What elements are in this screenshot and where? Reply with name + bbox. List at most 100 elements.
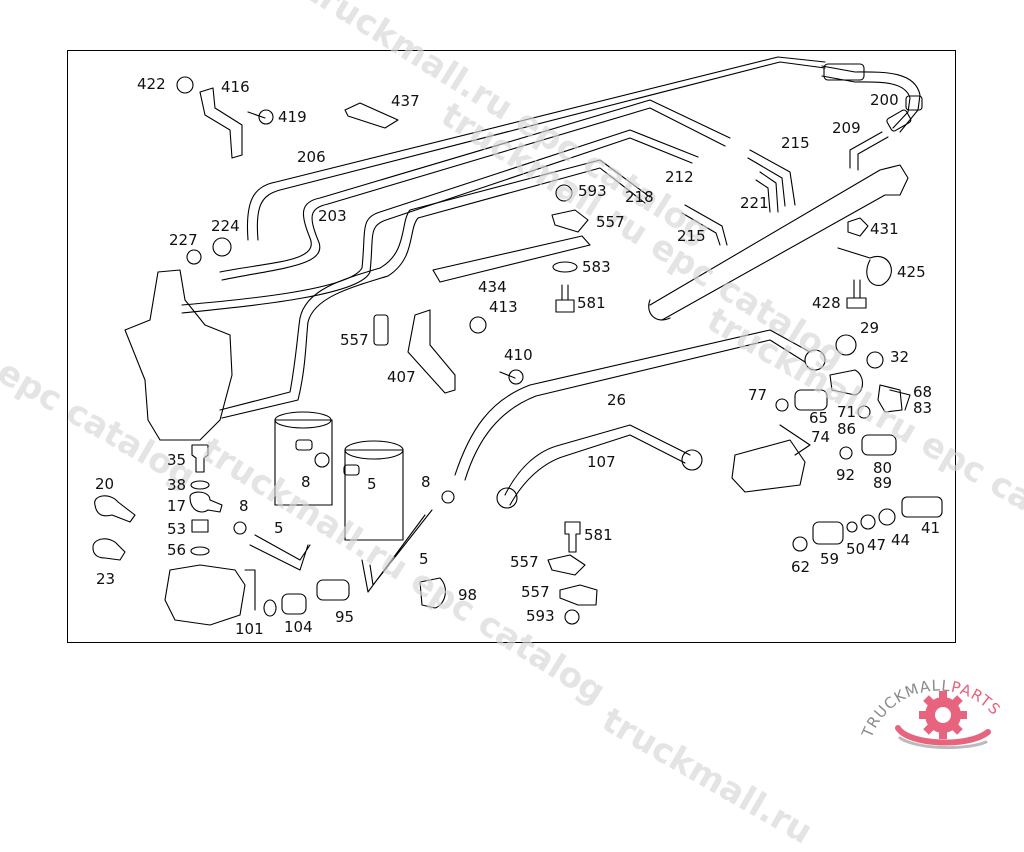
callout-74[interactable]: 74 bbox=[811, 428, 831, 446]
callout-215[interactable]: 215 bbox=[677, 227, 706, 245]
callout-98[interactable]: 98 bbox=[458, 586, 478, 604]
callout-212[interactable]: 212 bbox=[665, 168, 694, 186]
washer-47[interactable] bbox=[860, 514, 876, 530]
banjo-71[interactable] bbox=[829, 369, 864, 396]
washer-86[interactable] bbox=[857, 405, 871, 419]
nut-29[interactable] bbox=[835, 334, 857, 356]
callout-224[interactable]: 224 bbox=[211, 217, 240, 235]
nut-413[interactable] bbox=[469, 316, 487, 334]
callout-26[interactable]: 26 bbox=[607, 391, 627, 409]
callout-557[interactable]: 557 bbox=[510, 553, 539, 571]
plate-434[interactable] bbox=[432, 235, 591, 283]
callout-107[interactable]: 107 bbox=[587, 453, 616, 471]
callout-5[interactable]: 5 bbox=[367, 475, 377, 493]
washer-56[interactable] bbox=[190, 546, 210, 556]
valve-74[interactable] bbox=[731, 439, 806, 493]
hose-221[interactable] bbox=[755, 171, 779, 213]
plug-53[interactable] bbox=[191, 519, 209, 533]
pump-housing[interactable] bbox=[124, 269, 233, 441]
callout-5[interactable]: 5 bbox=[419, 550, 429, 568]
clamp-8-b[interactable] bbox=[441, 490, 455, 504]
bolt-581-lower[interactable] bbox=[564, 521, 581, 553]
callout-434[interactable]: 434 bbox=[478, 278, 507, 296]
hose-200[interactable] bbox=[821, 63, 923, 133]
pipe-26[interactable] bbox=[454, 329, 826, 481]
hose-215-lower[interactable] bbox=[681, 204, 728, 246]
callout-428[interactable]: 428 bbox=[812, 294, 841, 312]
callout-206[interactable]: 206 bbox=[297, 148, 326, 166]
clamp-8-a[interactable] bbox=[233, 521, 247, 535]
nut-44[interactable] bbox=[878, 508, 896, 526]
callout-557[interactable]: 557 bbox=[596, 213, 625, 231]
callout-89[interactable]: 89 bbox=[873, 474, 893, 492]
nut-593-upper[interactable] bbox=[555, 184, 573, 202]
cap-227[interactable] bbox=[186, 249, 202, 265]
callout-104[interactable]: 104 bbox=[284, 618, 313, 636]
callout-41[interactable]: 41 bbox=[921, 519, 941, 537]
callout-557[interactable]: 557 bbox=[340, 331, 369, 349]
callout-437[interactable]: 437 bbox=[391, 92, 420, 110]
callout-86[interactable]: 86 bbox=[837, 420, 857, 438]
callout-221[interactable]: 221 bbox=[740, 194, 769, 212]
pipe-203[interactable] bbox=[219, 99, 731, 281]
fitting-104[interactable] bbox=[281, 593, 307, 615]
callout-416[interactable]: 416 bbox=[221, 78, 250, 96]
callout-8[interactable]: 8 bbox=[301, 473, 311, 491]
elbow-68[interactable] bbox=[877, 384, 903, 413]
nut-593-lower[interactable] bbox=[564, 609, 580, 625]
bracket-437[interactable] bbox=[344, 102, 399, 129]
clip-557-lower-b[interactable] bbox=[559, 584, 598, 606]
distribution-rail[interactable] bbox=[648, 164, 909, 321]
callout-95[interactable]: 95 bbox=[335, 608, 355, 626]
callout-44[interactable]: 44 bbox=[891, 531, 911, 549]
callout-92[interactable]: 92 bbox=[836, 466, 856, 484]
clamp-425[interactable] bbox=[837, 247, 892, 286]
callout-203[interactable]: 203 bbox=[318, 207, 347, 225]
callout-23[interactable]: 23 bbox=[96, 570, 116, 588]
callout-215[interactable]: 215 bbox=[781, 134, 810, 152]
callout-413[interactable]: 413 bbox=[489, 298, 518, 316]
callout-68[interactable]: 68 bbox=[913, 383, 933, 401]
pump-lower[interactable] bbox=[164, 564, 246, 626]
callout-47[interactable]: 47 bbox=[867, 536, 887, 554]
bracket-407[interactable] bbox=[407, 309, 456, 394]
pipe-206[interactable] bbox=[246, 56, 826, 241]
callout-583[interactable]: 583 bbox=[582, 258, 611, 276]
bolt-581-upper[interactable] bbox=[555, 284, 575, 313]
callout-425[interactable]: 425 bbox=[897, 263, 926, 281]
bolt-419[interactable] bbox=[247, 109, 274, 125]
filter-5[interactable] bbox=[343, 440, 404, 541]
fitting-65[interactable] bbox=[794, 389, 828, 411]
callout-80[interactable]: 80 bbox=[873, 459, 893, 477]
callout-407[interactable]: 407 bbox=[387, 368, 416, 386]
callout-71[interactable]: 71 bbox=[837, 403, 857, 421]
callout-38[interactable]: 38 bbox=[167, 476, 187, 494]
fitting-41[interactable] bbox=[901, 496, 943, 518]
callout-593[interactable]: 593 bbox=[578, 182, 607, 200]
callout-410[interactable]: 410 bbox=[504, 346, 533, 364]
callout-29[interactable]: 29 bbox=[860, 319, 880, 337]
pipe-107[interactable] bbox=[496, 424, 703, 509]
callout-62[interactable]: 62 bbox=[791, 558, 811, 576]
plug-32[interactable] bbox=[866, 351, 884, 369]
pipe-212[interactable] bbox=[181, 129, 699, 314]
callout-17[interactable]: 17 bbox=[167, 497, 187, 515]
callout-20[interactable]: 20 bbox=[95, 475, 115, 493]
washer-50[interactable] bbox=[846, 521, 858, 533]
callout-101[interactable]: 101 bbox=[235, 620, 264, 638]
banjo-17[interactable] bbox=[189, 491, 223, 513]
fitting-80[interactable] bbox=[861, 434, 897, 456]
callout-593[interactable]: 593 bbox=[526, 607, 555, 625]
callout-77[interactable]: 77 bbox=[748, 386, 768, 404]
callout-56[interactable]: 56 bbox=[167, 541, 187, 559]
callout-59[interactable]: 59 bbox=[820, 550, 840, 568]
callout-581[interactable]: 581 bbox=[577, 294, 606, 312]
hose-215-upper[interactable] bbox=[747, 149, 796, 207]
bolt-428[interactable] bbox=[846, 279, 867, 309]
washer-62[interactable] bbox=[792, 536, 808, 552]
nut-224[interactable] bbox=[212, 237, 232, 257]
hose-5-b[interactable] bbox=[361, 509, 433, 593]
washer-92[interactable] bbox=[839, 446, 853, 460]
nut-431[interactable] bbox=[847, 217, 869, 237]
washer-101[interactable] bbox=[263, 599, 277, 617]
